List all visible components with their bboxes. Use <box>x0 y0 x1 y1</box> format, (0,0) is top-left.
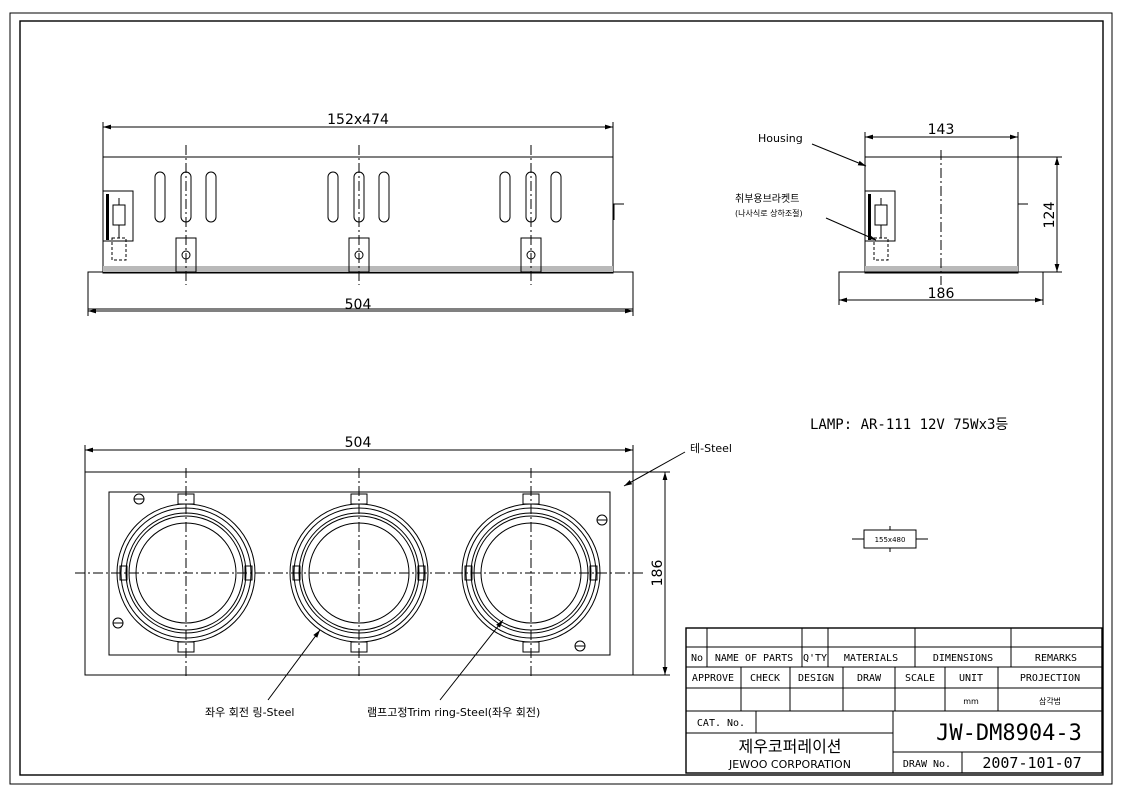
design-header: DESIGN <box>798 673 834 684</box>
lamp-ring-3 <box>461 468 601 678</box>
top-view: 152x474 <box>87 112 634 316</box>
col-dimensions-header: DIMENSIONS <box>933 653 993 664</box>
cat-no-label: CAT. No. <box>697 718 745 729</box>
projection-header: PROJECTION <box>1020 673 1080 684</box>
ring-callout: 좌우 회전 링-Steel <box>205 706 294 719</box>
approve-header: APPROVE <box>692 673 734 684</box>
unit-header: UNIT <box>959 673 983 684</box>
col-name-header: NAME OF PARTS <box>715 653 793 664</box>
check-header: CHECK <box>750 673 780 684</box>
cutout-symbol: 155x480 <box>852 526 928 552</box>
frame-callout: 테-Steel <box>690 442 732 455</box>
col-remarks-header: REMARKS <box>1035 653 1077 664</box>
col-no-header: No <box>691 653 703 664</box>
front-width-label: 504 <box>345 435 372 451</box>
lamp-mount-tabs <box>175 237 542 273</box>
top-width-label: 152x474 <box>327 112 389 128</box>
housing-callout: Housing <box>758 132 803 145</box>
draw-header: DRAW <box>857 673 882 684</box>
lamp-ring-2 <box>289 468 429 678</box>
inner-border <box>19 20 1104 776</box>
bracket-callout: 취부용브라켓트 <box>735 193 799 205</box>
drawing-number: JW-DM8904-3 <box>936 721 1082 746</box>
outer-border <box>9 12 1113 785</box>
side-view: 143 124 186 Housing 취부용브라켓트 (나사식로 상하조절) <box>735 122 1062 305</box>
bracket-note: (나사식로 상하조절) <box>735 208 803 218</box>
col-qty-header: Q'TY <box>803 653 827 664</box>
lamp-ring-1 <box>116 468 256 678</box>
base-width-label: 504 <box>345 297 372 313</box>
projection-value: 삼각법 <box>1039 696 1061 706</box>
draw-no-value: 2007-101-07 <box>982 754 1081 772</box>
ventilation-slots <box>154 171 562 223</box>
trim-callout: 램프고정Trim ring-Steel(좌우 회전) <box>367 706 540 719</box>
side-height-label: 124 <box>1042 202 1058 229</box>
side-base-label: 186 <box>928 286 955 302</box>
col-materials-header: MATERIALS <box>844 653 898 664</box>
side-width-label: 143 <box>928 122 955 138</box>
front-view: 504 186 <box>75 435 732 719</box>
company-name-kr: 제우코퍼레이션 <box>738 737 841 756</box>
company-name-en: JEWOO CORPORATION <box>728 758 851 771</box>
lamp-spec: LAMP: AR-111 12V 75Wx3등 <box>810 417 1008 433</box>
frame-screws <box>112 493 608 652</box>
cutout-label: 155x480 <box>875 536 906 544</box>
front-height-label: 186 <box>650 560 666 587</box>
unit-value: mm <box>963 697 979 706</box>
title-block: No NAME OF PARTS Q'TY MATERIALS DIMENSIO… <box>685 627 1103 774</box>
left-bracket <box>102 190 134 242</box>
draw-no-label: DRAW No. <box>903 759 951 770</box>
scale-header: SCALE <box>905 673 935 684</box>
